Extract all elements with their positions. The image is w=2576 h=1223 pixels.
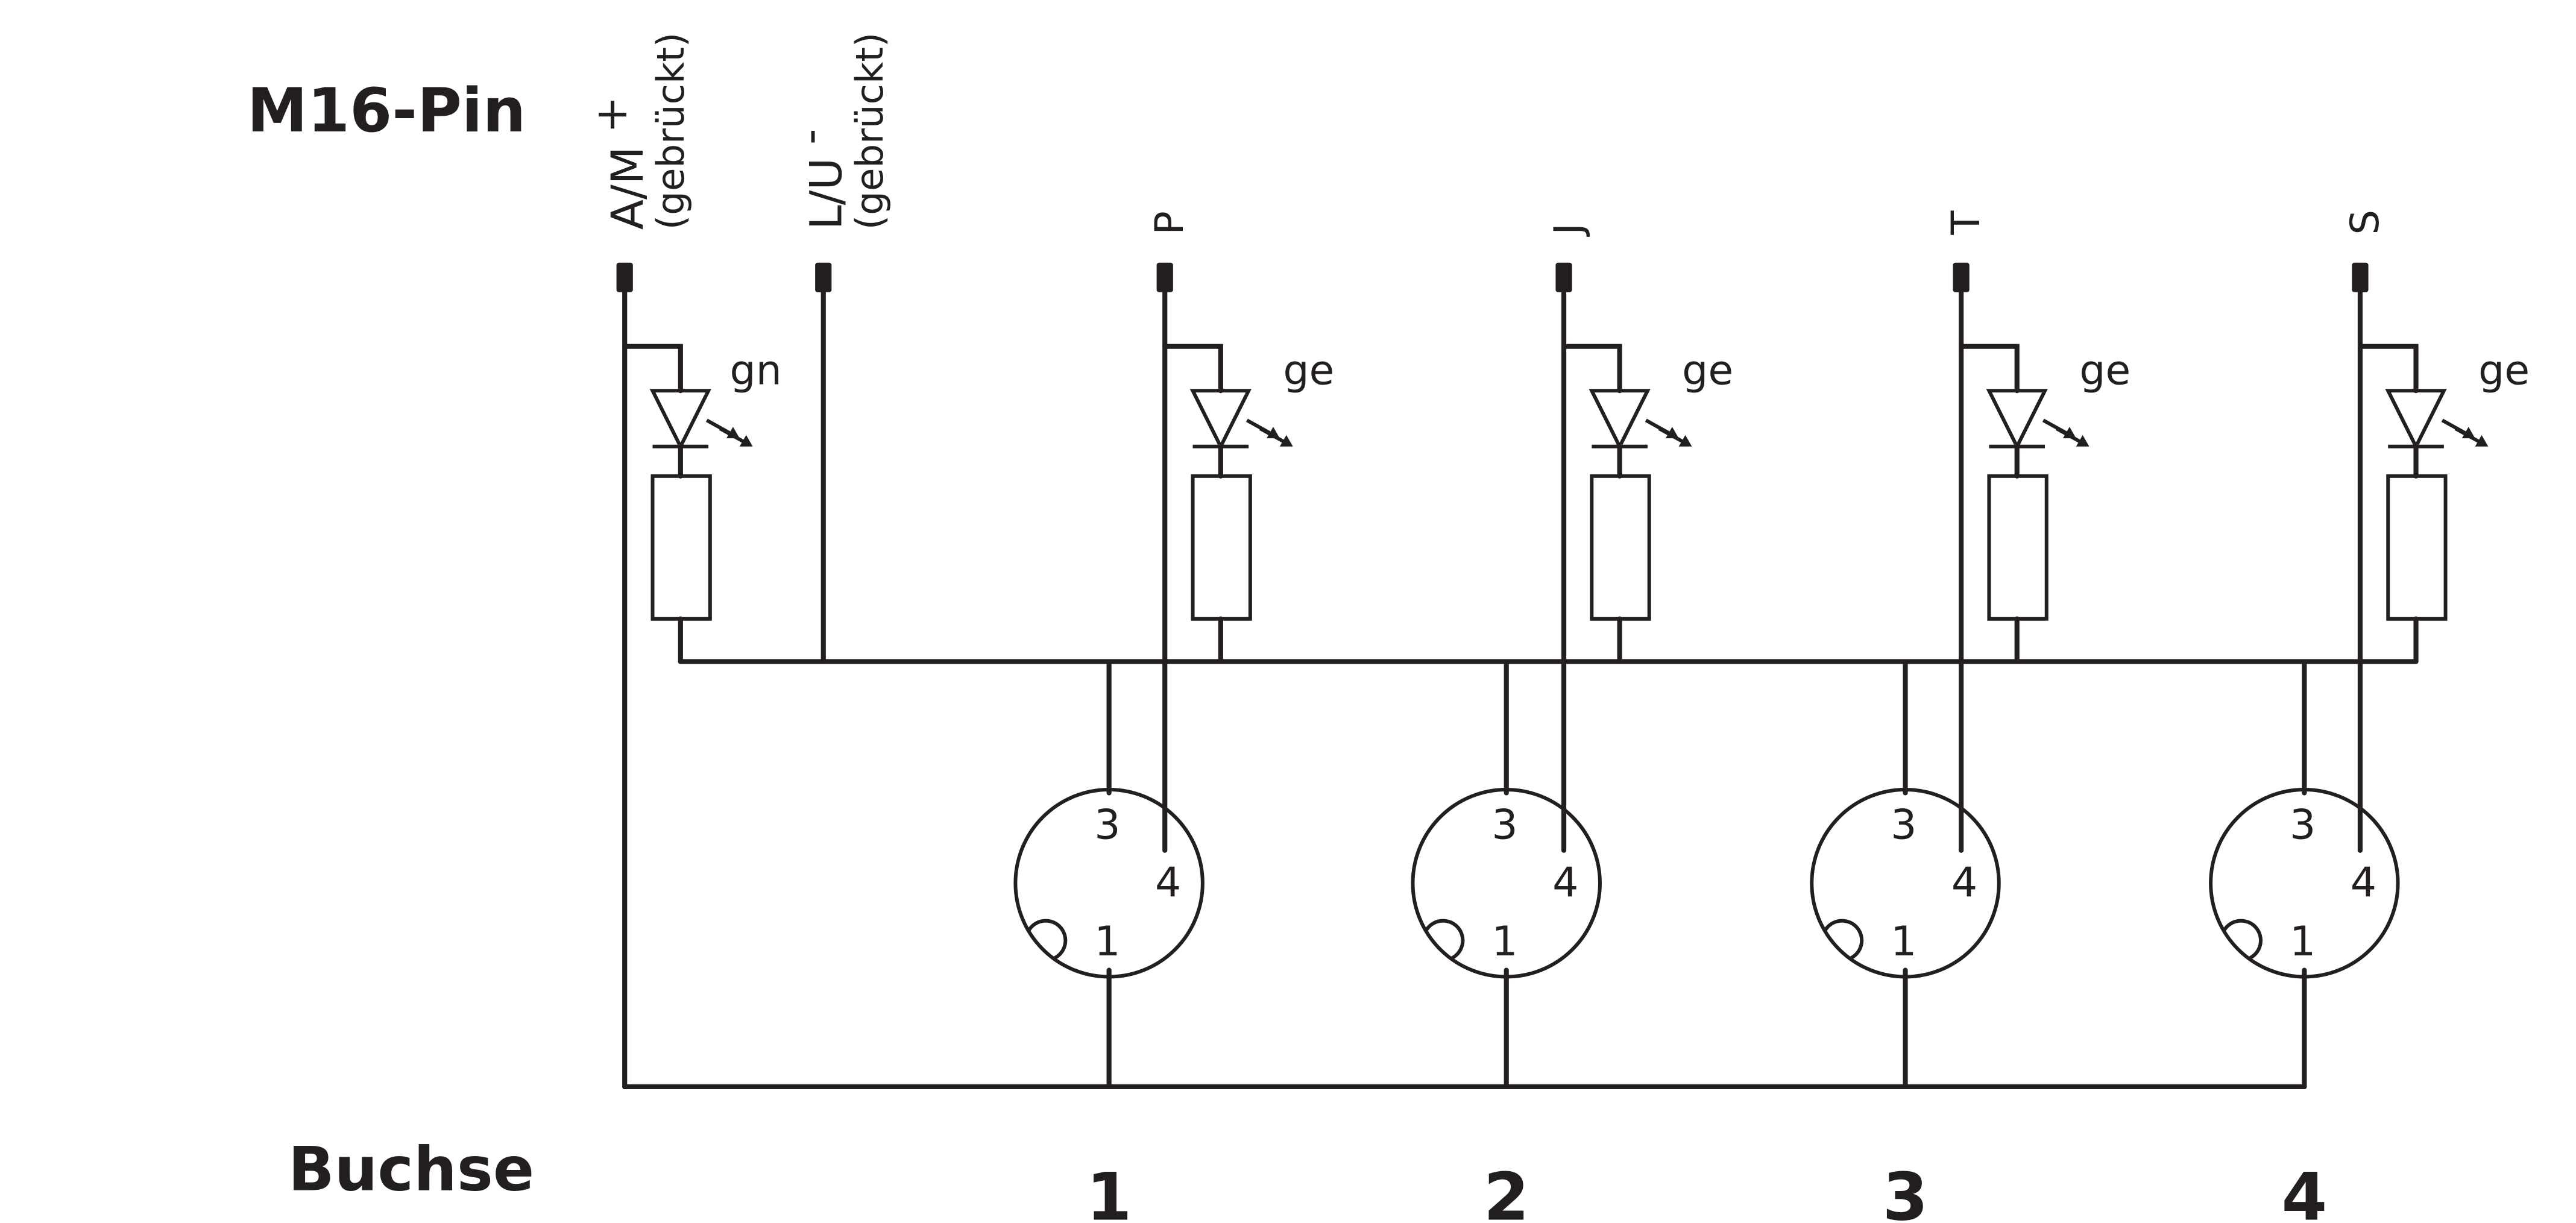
- led-color-label: gn: [730, 347, 782, 394]
- pin-name-text: T: [1943, 210, 1989, 235]
- socket-pin-number: 1: [1891, 918, 1916, 966]
- light-arrowhead: [2475, 435, 2489, 447]
- pin-note: (gebrückt): [848, 33, 892, 230]
- pin-polarity: -: [784, 128, 836, 145]
- socket-pin-number: 1: [1491, 918, 1517, 966]
- led-icon: [1986, 389, 2048, 451]
- socket-pin-number: 4: [2351, 859, 2376, 907]
- led-branch: [622, 344, 683, 394]
- pin-label-t: T: [1943, 210, 1989, 235]
- socket-pin-number: 4: [1155, 859, 1181, 907]
- m16-pin-heading: M16-Pin: [247, 75, 526, 146]
- pin-terminal-s: [2352, 262, 2369, 292]
- pin-label-s: S: [2342, 210, 2388, 234]
- socket-pin-number: 3: [2290, 802, 2316, 849]
- pin-name-text: P: [1147, 211, 1192, 234]
- socket-pin-number: 1: [1094, 918, 1120, 966]
- resistor-icon: [650, 474, 712, 621]
- pin-label-lu: L/U -(gebrückt): [784, 33, 891, 230]
- led-branch: [1561, 344, 1622, 394]
- pin-polarity: +: [586, 96, 637, 133]
- socket-pin-number: 1: [2290, 918, 2316, 966]
- socket-key-icon: [2222, 919, 2263, 961]
- socket-pin-number: 4: [1951, 859, 1977, 907]
- pin-name-text: A/M: [602, 146, 653, 230]
- pin-terminal-p: [1156, 262, 1173, 292]
- socket-number: 1: [1086, 1159, 1132, 1223]
- pin-terminal-am: [616, 262, 633, 292]
- socket-number: 3: [1883, 1159, 1929, 1223]
- pin-name-text: S: [2342, 210, 2388, 234]
- pin-terminal-j: [1555, 262, 1572, 292]
- pin-label-j: J: [1546, 223, 1592, 237]
- led-branch: [2357, 344, 2419, 394]
- pin-name: P: [1147, 211, 1192, 234]
- socket-pin-number: 3: [1491, 802, 1517, 849]
- pin-label-am: A/M + (gebrückt): [586, 33, 693, 230]
- socket-pin-number: 4: [1552, 859, 1578, 907]
- pin-note: (gebrückt): [649, 33, 693, 230]
- light-arrowhead: [2076, 435, 2089, 447]
- pin-name: T: [1943, 210, 1989, 235]
- pin-name: A/M +: [586, 96, 653, 230]
- socket-pin-number: 3: [1891, 802, 1916, 849]
- led-branch: [1959, 344, 2020, 394]
- led-color-label: ge: [1682, 347, 1733, 394]
- socket-key-icon: [1424, 919, 1465, 961]
- buchse-heading: Buchse: [288, 1134, 534, 1205]
- socket-key-icon: [1823, 919, 1864, 961]
- pin-name-text: L/U: [801, 158, 852, 230]
- socket-pin-number: 3: [1094, 802, 1120, 849]
- pin-name-text: J: [1546, 223, 1592, 237]
- led-branch: [1162, 344, 1223, 394]
- socket-number: 4: [2281, 1159, 2327, 1223]
- led-icon: [649, 389, 711, 451]
- pin-name: J: [1546, 223, 1592, 237]
- pin-label-p: P: [1147, 211, 1192, 234]
- resistor-icon: [2386, 474, 2448, 621]
- pin-terminal-t: [1953, 262, 1970, 292]
- led-color-label: ge: [2079, 347, 2130, 394]
- light-arrowhead: [739, 435, 753, 447]
- pin-name: S: [2342, 210, 2388, 234]
- light-arrowhead: [1678, 435, 1692, 447]
- led-color-label: ge: [1283, 347, 1334, 394]
- socket-number: 2: [1484, 1159, 1529, 1223]
- pin-name: L/U -: [784, 128, 852, 230]
- led-icon: [1189, 389, 1252, 451]
- light-arrowhead: [1279, 435, 1293, 447]
- pin-terminal-lu: [815, 262, 832, 292]
- resistor-icon: [1191, 474, 1252, 621]
- led-icon: [2385, 389, 2447, 451]
- resistor-icon: [1590, 474, 1651, 621]
- led-icon: [1589, 389, 1651, 451]
- resistor-icon: [1987, 474, 2049, 621]
- led-color-label: ge: [2478, 347, 2530, 394]
- socket-key-icon: [1027, 919, 1068, 961]
